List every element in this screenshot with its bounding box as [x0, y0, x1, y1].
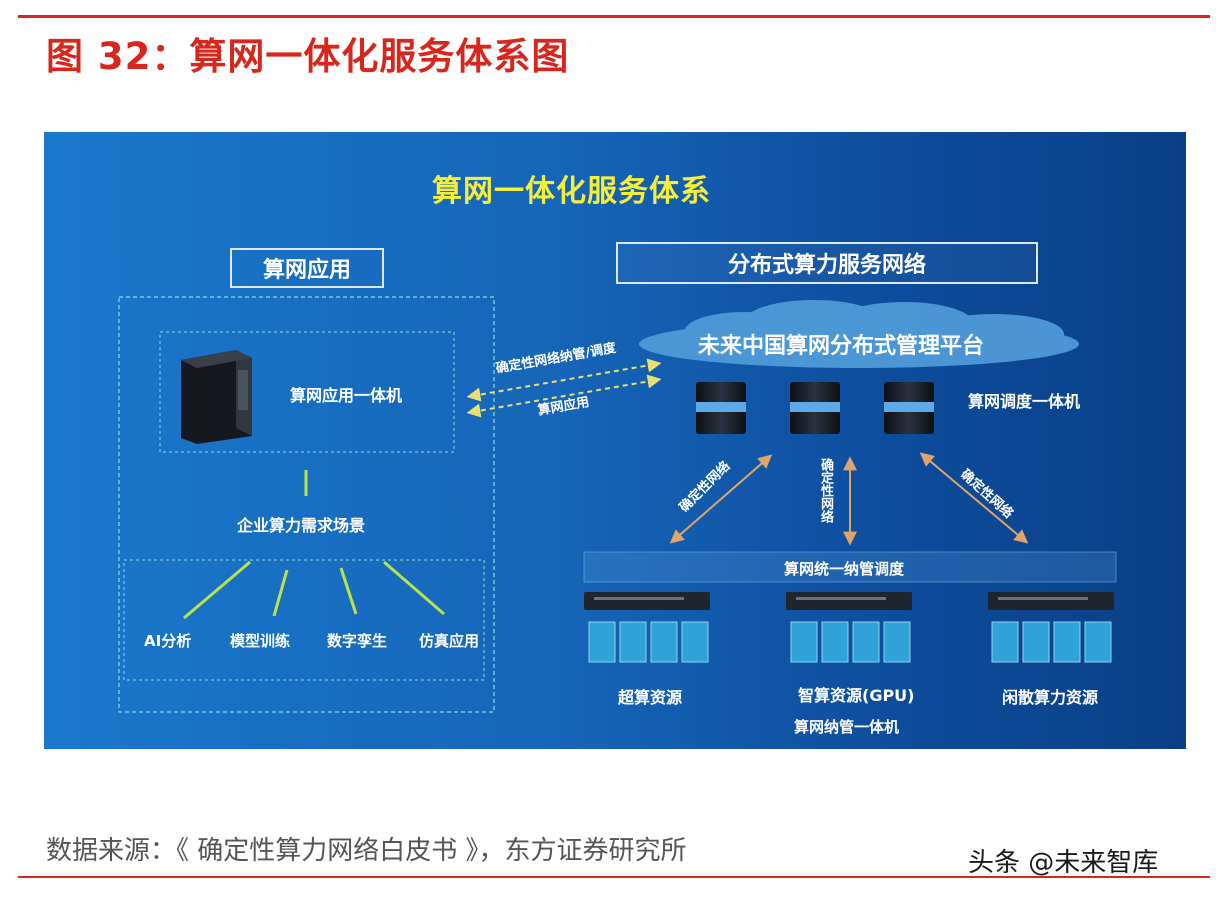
scheduler-server-2 — [790, 382, 840, 434]
link-arrow-bottom — [466, 374, 662, 418]
fan-line-1 — [183, 560, 251, 620]
left-outer-box — [118, 296, 495, 713]
fan-line-4 — [383, 560, 445, 616]
resource-blocks-2 — [790, 621, 911, 663]
platform-label: 未来中国算网分布式管理平台 — [698, 334, 985, 359]
watermark: 头条 @未来智库 — [968, 848, 1159, 878]
link-mid-label: 确定性网络 — [818, 458, 833, 523]
cloud-shape — [639, 300, 1079, 368]
resource-idle: 闲散算力资源 — [1002, 688, 1099, 707]
fan-line-3 — [339, 567, 358, 615]
diagram-graphics — [118, 296, 1117, 713]
scenario-model: 模型训练 — [230, 632, 291, 650]
diagram-panel: 算网一体化服务体系 算网应用 分布式算力服务网络 算网应用一体机 企业算力需求场… — [44, 132, 1186, 749]
app-section-header: 算网应用 — [230, 248, 384, 288]
source-note: 数据来源：《 确定性算力网络白皮书 》，东方证券研究所 — [46, 836, 687, 866]
resource-blocks-3 — [991, 621, 1112, 663]
rack-server-1 — [584, 592, 710, 610]
arrow-right-link — [919, 452, 1029, 544]
scene-label: 企业算力需求场景 — [237, 516, 366, 535]
scheduler-label: 算网调度一体机 — [968, 392, 1081, 411]
unified-label: 算网统一纳管调度 — [784, 560, 905, 578]
top-rule — [18, 15, 1210, 18]
resource-gpu: 智算资源(GPU) — [798, 686, 915, 705]
dist-section-header: 分布式算力服务网络 — [616, 242, 1038, 284]
scheduler-server-1 — [696, 382, 746, 434]
scenario-sim: 仿真应用 — [419, 632, 480, 650]
scenario-box — [123, 559, 485, 681]
scenario-ai: AI分析 — [144, 632, 192, 650]
scheduler-server-3 — [884, 382, 934, 434]
scenario-twin: 数字孪生 — [327, 632, 388, 650]
fan-line-2 — [272, 569, 289, 617]
arrow-left-link — [669, 454, 773, 544]
resource-blocks-1 — [588, 621, 709, 663]
device-box — [159, 331, 455, 453]
device-label: 算网应用一体机 — [290, 386, 403, 405]
resource-hpc: 超算资源 — [618, 688, 683, 707]
rack-server-2 — [786, 592, 912, 610]
diagram-main-title: 算网一体化服务体系 — [432, 174, 711, 209]
bottom-rule — [18, 876, 1210, 878]
unified-bar — [583, 551, 1117, 583]
bottom-label: 算网纳管一体机 — [794, 718, 900, 736]
figure-title: 图 32：算网一体化服务体系图 — [46, 35, 570, 78]
rack-server-3 — [988, 592, 1114, 610]
app-appliance-icon — [181, 350, 252, 444]
